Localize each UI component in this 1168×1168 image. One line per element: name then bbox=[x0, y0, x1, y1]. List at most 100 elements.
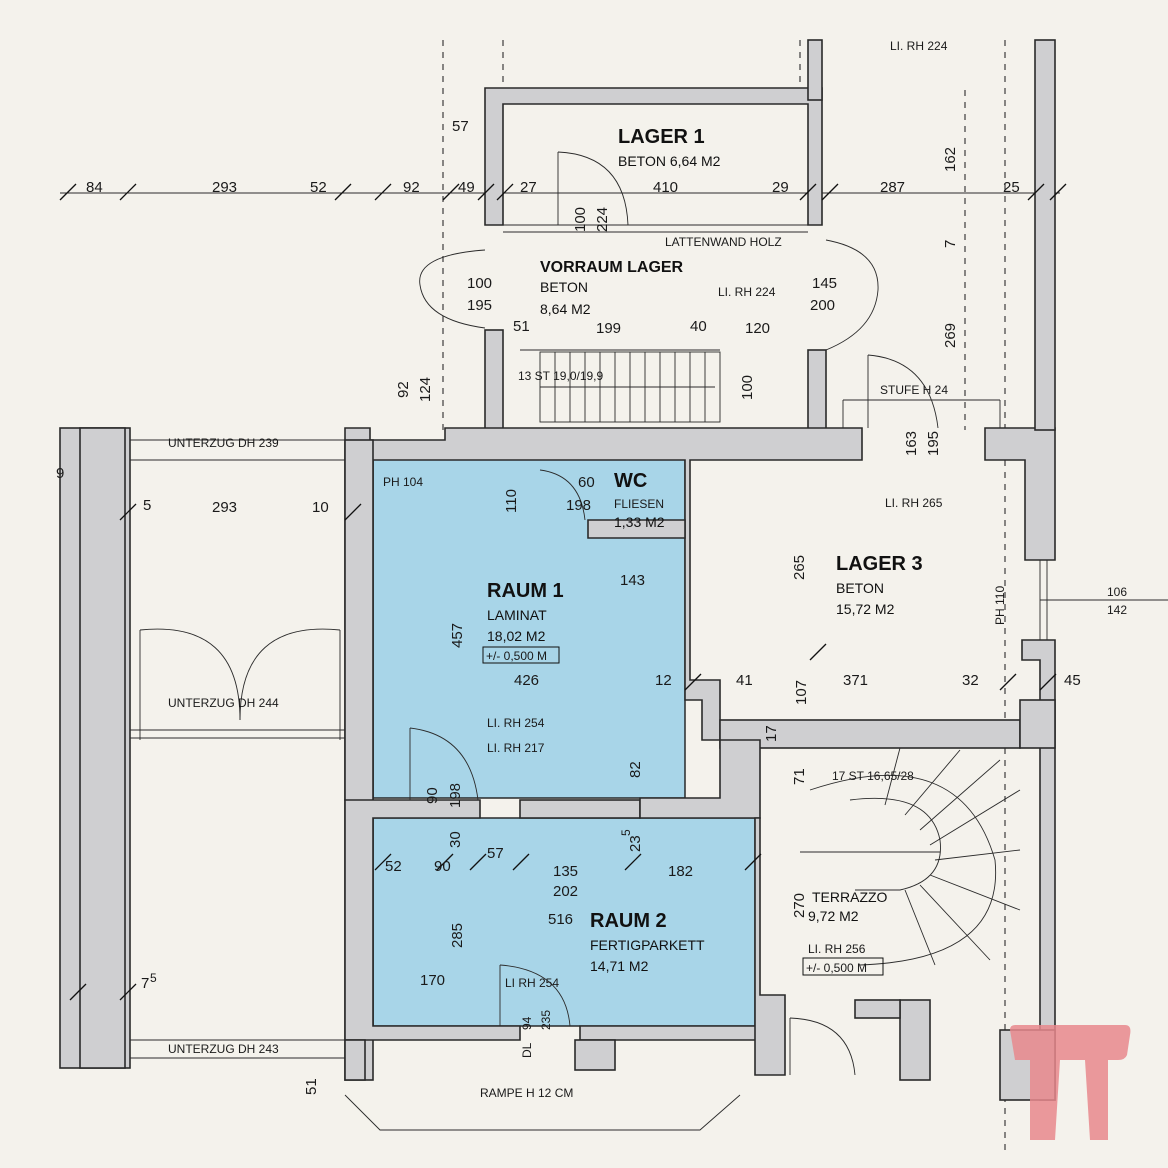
dim-410: 410 bbox=[653, 179, 678, 196]
stairs-top-label: 13 ST 19,0/19,9 bbox=[518, 369, 604, 383]
dim-100b: 100 bbox=[467, 275, 492, 292]
li-rh-224: LI. RH 224 bbox=[718, 285, 776, 299]
dim-7b: 7 bbox=[141, 975, 149, 992]
dim-163: 163 bbox=[903, 431, 920, 456]
dim-270: 270 bbox=[791, 893, 808, 918]
lager3-area: 15,72 M2 bbox=[836, 601, 895, 617]
lattenwand-label: LATTENWAND HOLZ bbox=[665, 235, 782, 249]
li-rh-254-b: LI RH 254 bbox=[505, 976, 559, 990]
raum1-title: RAUM 1 bbox=[487, 580, 564, 602]
dim-100c: 100 bbox=[739, 375, 756, 400]
dim-224a: 224 bbox=[594, 207, 611, 232]
dimension-ticks bbox=[59, 183, 1067, 1001]
dim-5: 5 bbox=[143, 497, 151, 514]
dim-40: 40 bbox=[690, 318, 707, 335]
dim-27: 27 bbox=[520, 179, 537, 196]
dim-52: 52 bbox=[385, 858, 402, 875]
dim-293b: 293 bbox=[212, 499, 237, 516]
dimensions: 57 162 7 269 100 224 100 195 145 200 51 … bbox=[56, 118, 1127, 1095]
raum1-floor bbox=[372, 457, 686, 799]
dim-52: 52 bbox=[310, 179, 327, 196]
dim-32: 32 bbox=[962, 672, 979, 689]
dim-57: 57 bbox=[452, 118, 469, 135]
dim-202: 202 bbox=[553, 883, 578, 900]
dim-516: 516 bbox=[548, 911, 573, 928]
lager1-floor-text: BETON 6,64 M2 bbox=[618, 153, 721, 169]
dim-10: 10 bbox=[312, 499, 329, 516]
lager3-title: LAGER 3 bbox=[836, 553, 923, 575]
dim-92: 92 bbox=[395, 381, 412, 398]
dim-51b: 51 bbox=[303, 1078, 320, 1095]
dim-200: 200 bbox=[810, 297, 835, 314]
dim-23: 23 bbox=[627, 835, 644, 852]
dim-162: 162 bbox=[942, 147, 959, 172]
li-rh-254: LI. RH 254 bbox=[487, 716, 545, 730]
wc-area: 1,33 M2 bbox=[614, 514, 665, 530]
dim-287: 287 bbox=[880, 179, 905, 196]
vorraum-area: 8,64 M2 bbox=[540, 301, 591, 317]
detail-lines bbox=[130, 151, 1048, 1131]
dim-195b: 195 bbox=[467, 297, 492, 314]
dim-30: 30 bbox=[447, 831, 464, 848]
dim-7b-sup: 5 bbox=[150, 971, 157, 985]
construction-lines bbox=[60, 40, 1168, 1150]
wc-floor: FLIESEN bbox=[614, 497, 664, 511]
dim-82: 82 bbox=[627, 761, 644, 778]
dim-71: 71 bbox=[791, 768, 808, 785]
li-rh-224-top: LI. RH 224 bbox=[890, 39, 948, 53]
dim-94: 94 bbox=[520, 1016, 534, 1030]
dim-29: 29 bbox=[772, 179, 789, 196]
dim-199: 199 bbox=[596, 320, 621, 337]
dim-124: 124 bbox=[417, 377, 434, 402]
dim-195c: 195 bbox=[925, 431, 942, 456]
dim-426: 426 bbox=[514, 672, 539, 689]
dim-143: 143 bbox=[620, 572, 645, 589]
corner-logo bbox=[1010, 1025, 1131, 1140]
terrazzo-level: +/- 0,500 M bbox=[806, 961, 867, 975]
dim-170: 170 bbox=[420, 972, 445, 989]
dim-106: 106 bbox=[1107, 585, 1127, 599]
dim-45: 45 bbox=[1064, 672, 1081, 689]
dim-25: 25 bbox=[1003, 179, 1020, 196]
vorraum-floor: BETON bbox=[540, 279, 588, 295]
stufe-label: STUFE H 24 bbox=[880, 383, 948, 397]
dim-145: 145 bbox=[812, 275, 837, 292]
stairs-main-label: 17 ST 16,65/28 bbox=[832, 769, 914, 783]
dim-235: 235 bbox=[539, 1010, 553, 1030]
dim-198: 198 bbox=[566, 497, 591, 514]
vorraum-title: VORRAUM LAGER bbox=[540, 259, 684, 276]
dim-84: 84 bbox=[86, 179, 103, 196]
dim-60: 60 bbox=[578, 474, 595, 491]
li-rh-217: LI. RH 217 bbox=[487, 741, 545, 755]
rampe-label: RAMPE H 12 CM bbox=[480, 1086, 573, 1100]
dim-90: 90 bbox=[424, 787, 441, 804]
dl-label: DL bbox=[520, 1042, 534, 1058]
raum2-floor-text: FERTIGPARKETT bbox=[590, 937, 705, 953]
dim-457: 457 bbox=[449, 623, 466, 648]
dim-293: 293 bbox=[212, 179, 237, 196]
lager1-title: LAGER 1 bbox=[618, 126, 705, 148]
dim-41: 41 bbox=[736, 672, 753, 689]
dim-100a: 100 bbox=[572, 207, 589, 232]
raum2-title: RAUM 2 bbox=[590, 910, 667, 932]
dim-182: 182 bbox=[668, 863, 693, 880]
walls bbox=[59, 39, 1056, 1101]
dim-12: 12 bbox=[655, 672, 672, 689]
dim-110: 110 bbox=[503, 489, 520, 513]
raum1-level-box bbox=[482, 646, 560, 664]
unterzug-243: UNTERZUG DH 243 bbox=[168, 1042, 279, 1056]
dim-285: 285 bbox=[449, 923, 466, 948]
raum2-area: 14,71 M2 bbox=[590, 958, 649, 974]
dim-371: 371 bbox=[843, 672, 868, 689]
terrazzo-level-box bbox=[802, 957, 884, 976]
dim-57b: 57 bbox=[487, 845, 504, 862]
dim-135: 135 bbox=[553, 863, 578, 880]
raum1-level: +/- 0,500 M bbox=[486, 649, 547, 663]
dim-92: 92 bbox=[403, 179, 420, 196]
dim-90b: 90 bbox=[434, 858, 451, 875]
wc-title: WC bbox=[614, 470, 647, 492]
terrazzo-area: 9,72 M2 bbox=[808, 908, 859, 924]
dim-23-sup: 5 bbox=[619, 829, 633, 836]
raum1-floor-text: LAMINAT bbox=[487, 607, 547, 623]
